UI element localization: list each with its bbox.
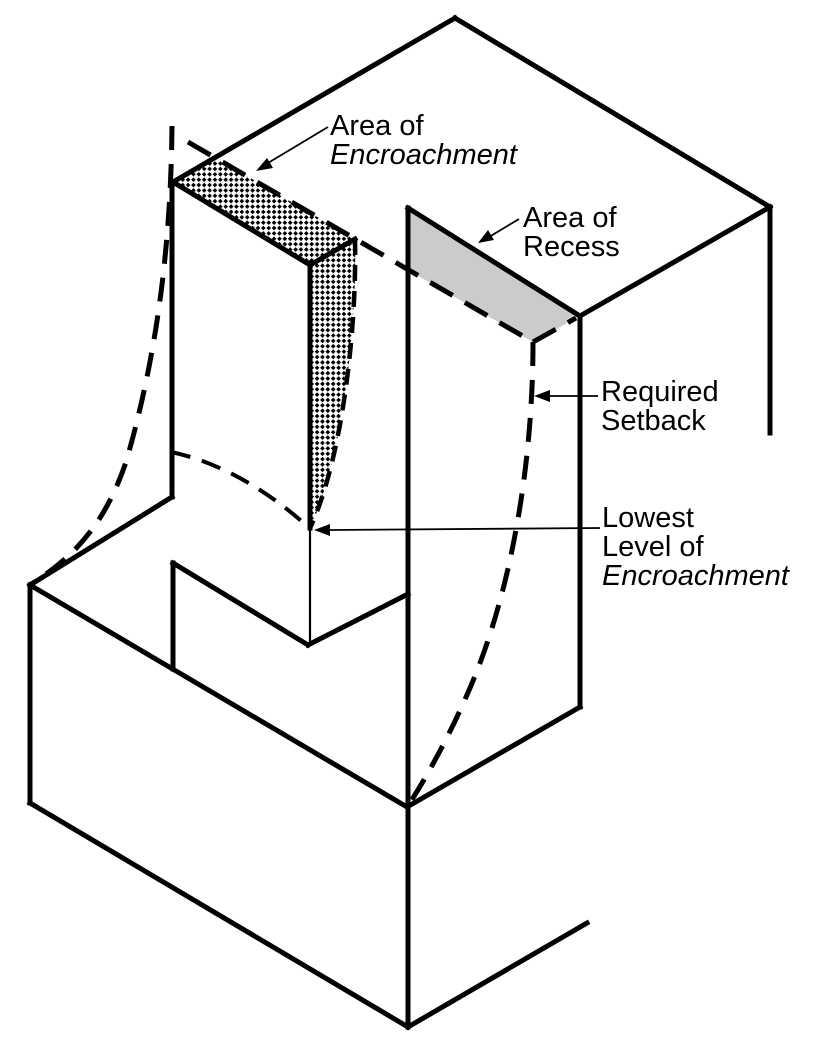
recess-arrow (478, 218, 520, 243)
setback-label-line1: Required (601, 376, 719, 408)
podium-edges (26, 493, 591, 1031)
recess-label: Area of Recess (523, 204, 620, 262)
lowest-encroachment-dashed-line (170, 450, 310, 529)
recess-label-line2: Recess (523, 231, 620, 263)
encroachment-label: Area of Encroachment (330, 112, 517, 170)
right-sky-exposure-curve (405, 341, 536, 808)
setback-arrow (534, 390, 598, 402)
required-setback-line-right (531, 315, 578, 345)
envelope-outline (169, 14, 774, 436)
left-sky-exposure-curve (28, 125, 175, 588)
encroachment-arrowhead-icon (256, 158, 273, 171)
setback-arrowhead-icon (534, 390, 550, 402)
recess-label-line1: Area of (523, 202, 617, 234)
lowest-label-line1: Lowest (602, 502, 694, 534)
encroachment-wedge-dashed-edge (307, 238, 358, 529)
lowest-label-line3: Encroachment (602, 560, 789, 592)
encroachment-label-line2: Encroachment (330, 139, 517, 171)
encroachment-arrow (256, 126, 329, 171)
lowest-arrowhead-icon (314, 524, 330, 536)
encroachment-face-wedge-fill (310, 239, 356, 528)
required-setback-line-top-plane (186, 139, 535, 345)
building-edges (169, 178, 584, 1030)
lowest-label-line2: Level of (602, 531, 704, 563)
encroachment-label-line1: Area of (330, 110, 424, 142)
recess-area-fill (408, 208, 580, 342)
lowest-encroachment-label: Lowest Level of Encroachment (602, 504, 789, 591)
setback-label-line2: Setback (601, 405, 706, 437)
setback-label: Required Setback (601, 378, 719, 436)
recess-arrowhead-icon (478, 230, 494, 243)
encroachment-top-strip-fill (173, 158, 355, 265)
lowest-encroachment-arrow (314, 524, 601, 536)
